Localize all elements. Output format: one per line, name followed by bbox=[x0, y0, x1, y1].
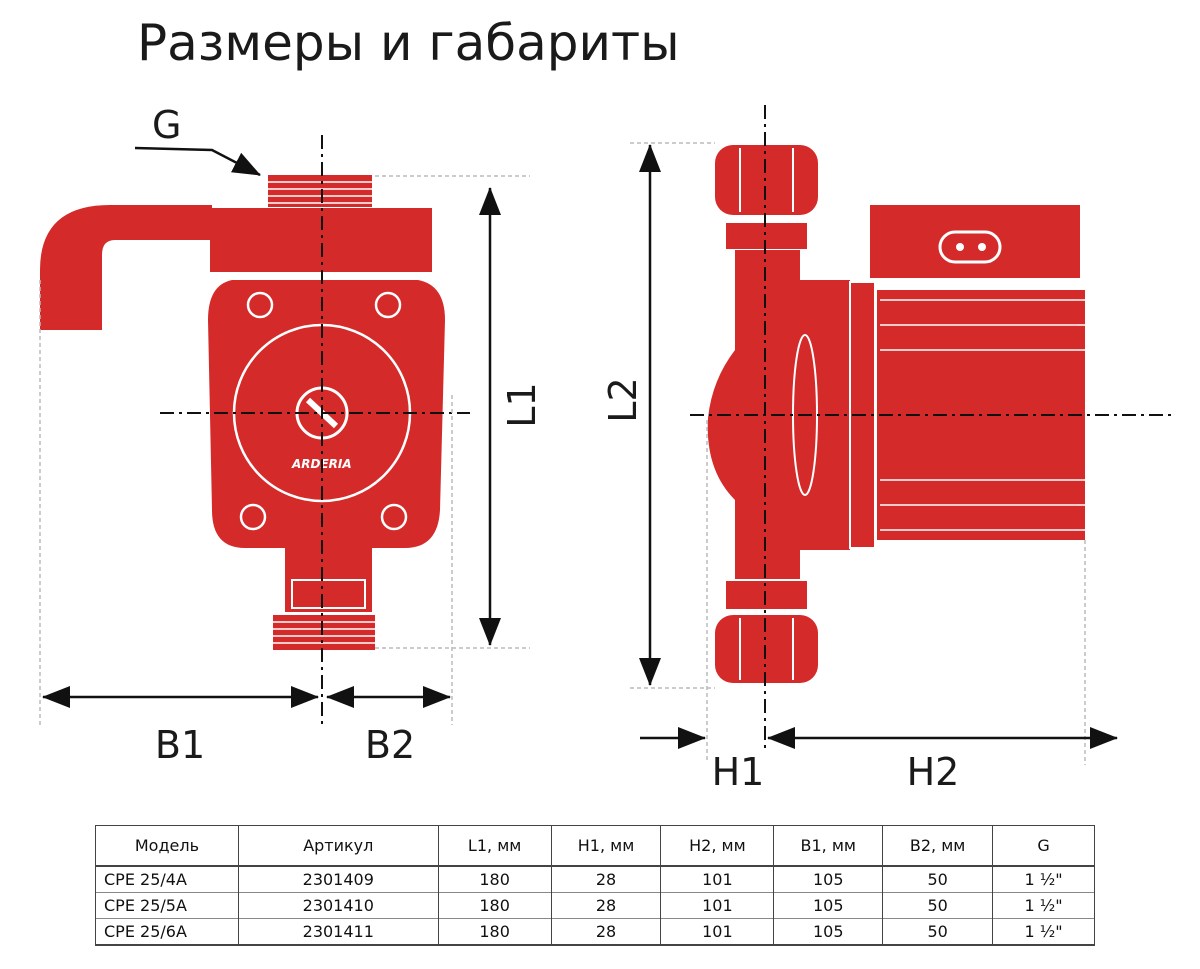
cell-article: 2301409 bbox=[237, 865, 439, 893]
dimensions-table: Модель Артикул L1, мм H1, мм H2, мм B1, … bbox=[95, 825, 1095, 946]
cell-g: 1 ½" bbox=[992, 892, 1095, 919]
cell-model: CPE 25/6A bbox=[95, 918, 239, 946]
header-h2: H2, мм bbox=[660, 825, 775, 867]
table-row: CPE 25/5A 2301410 180 28 101 105 50 1 ½" bbox=[95, 892, 1095, 919]
cell-l1: 180 bbox=[437, 918, 552, 946]
label-H2: H2 bbox=[907, 750, 960, 794]
outlet-pipe-bend bbox=[40, 205, 212, 330]
cell-b1: 105 bbox=[773, 918, 884, 946]
cell-model: CPE 25/5A bbox=[95, 892, 239, 919]
cell-article: 2301410 bbox=[237, 892, 439, 919]
cell-b2: 50 bbox=[882, 918, 994, 946]
header-g: G bbox=[992, 825, 1095, 867]
cell-h1: 28 bbox=[550, 918, 662, 946]
bottom-thread bbox=[273, 615, 375, 650]
header-b2: B2, мм bbox=[882, 825, 994, 867]
cell-g: 1 ½" bbox=[992, 865, 1095, 893]
header-h1: H1, мм bbox=[550, 825, 662, 867]
label-B2: B2 bbox=[365, 723, 415, 767]
cell-b1: 105 bbox=[773, 892, 884, 919]
G-leader bbox=[134, 146, 261, 177]
terminal-box bbox=[870, 205, 1080, 278]
cell-h1: 28 bbox=[550, 865, 662, 893]
table-row: CPE 25/4A 2301409 180 28 101 105 50 1 ½" bbox=[95, 865, 1095, 893]
cell-g: 1 ½" bbox=[992, 918, 1095, 946]
label-L2: L2 bbox=[601, 377, 645, 422]
label-H1: H1 bbox=[712, 750, 765, 794]
page-title: Размеры и габариты bbox=[137, 14, 680, 72]
table-header-row: Модель Артикул L1, мм H1, мм H2, мм B1, … bbox=[95, 825, 1095, 867]
cell-article: 2301411 bbox=[237, 918, 439, 946]
cell-h2: 101 bbox=[660, 865, 775, 893]
label-G: G bbox=[152, 103, 181, 147]
table-row: CPE 25/6A 2301411 180 28 101 105 50 1 ½" bbox=[95, 918, 1095, 946]
cell-model: CPE 25/4A bbox=[95, 865, 239, 893]
cell-h1: 28 bbox=[550, 892, 662, 919]
cell-l1: 180 bbox=[437, 865, 552, 893]
label-L1: L1 bbox=[500, 382, 544, 427]
header-b1: B1, мм bbox=[773, 825, 884, 867]
header-l1: L1, мм bbox=[437, 825, 552, 867]
header-model: Модель bbox=[95, 825, 239, 867]
cell-b1: 105 bbox=[773, 865, 884, 893]
header-article: Артикул bbox=[237, 825, 439, 867]
pump-dimension-drawing: ARDERIA bbox=[39, 103, 1175, 794]
label-B1: B1 bbox=[155, 723, 205, 767]
cell-l1: 180 bbox=[437, 892, 552, 919]
pump-front-view: ARDERIA bbox=[40, 175, 445, 650]
cell-h2: 101 bbox=[660, 918, 775, 946]
cell-h2: 101 bbox=[660, 892, 775, 919]
cell-b2: 50 bbox=[882, 865, 994, 893]
top-thread bbox=[268, 175, 372, 207]
cell-b2: 50 bbox=[882, 892, 994, 919]
